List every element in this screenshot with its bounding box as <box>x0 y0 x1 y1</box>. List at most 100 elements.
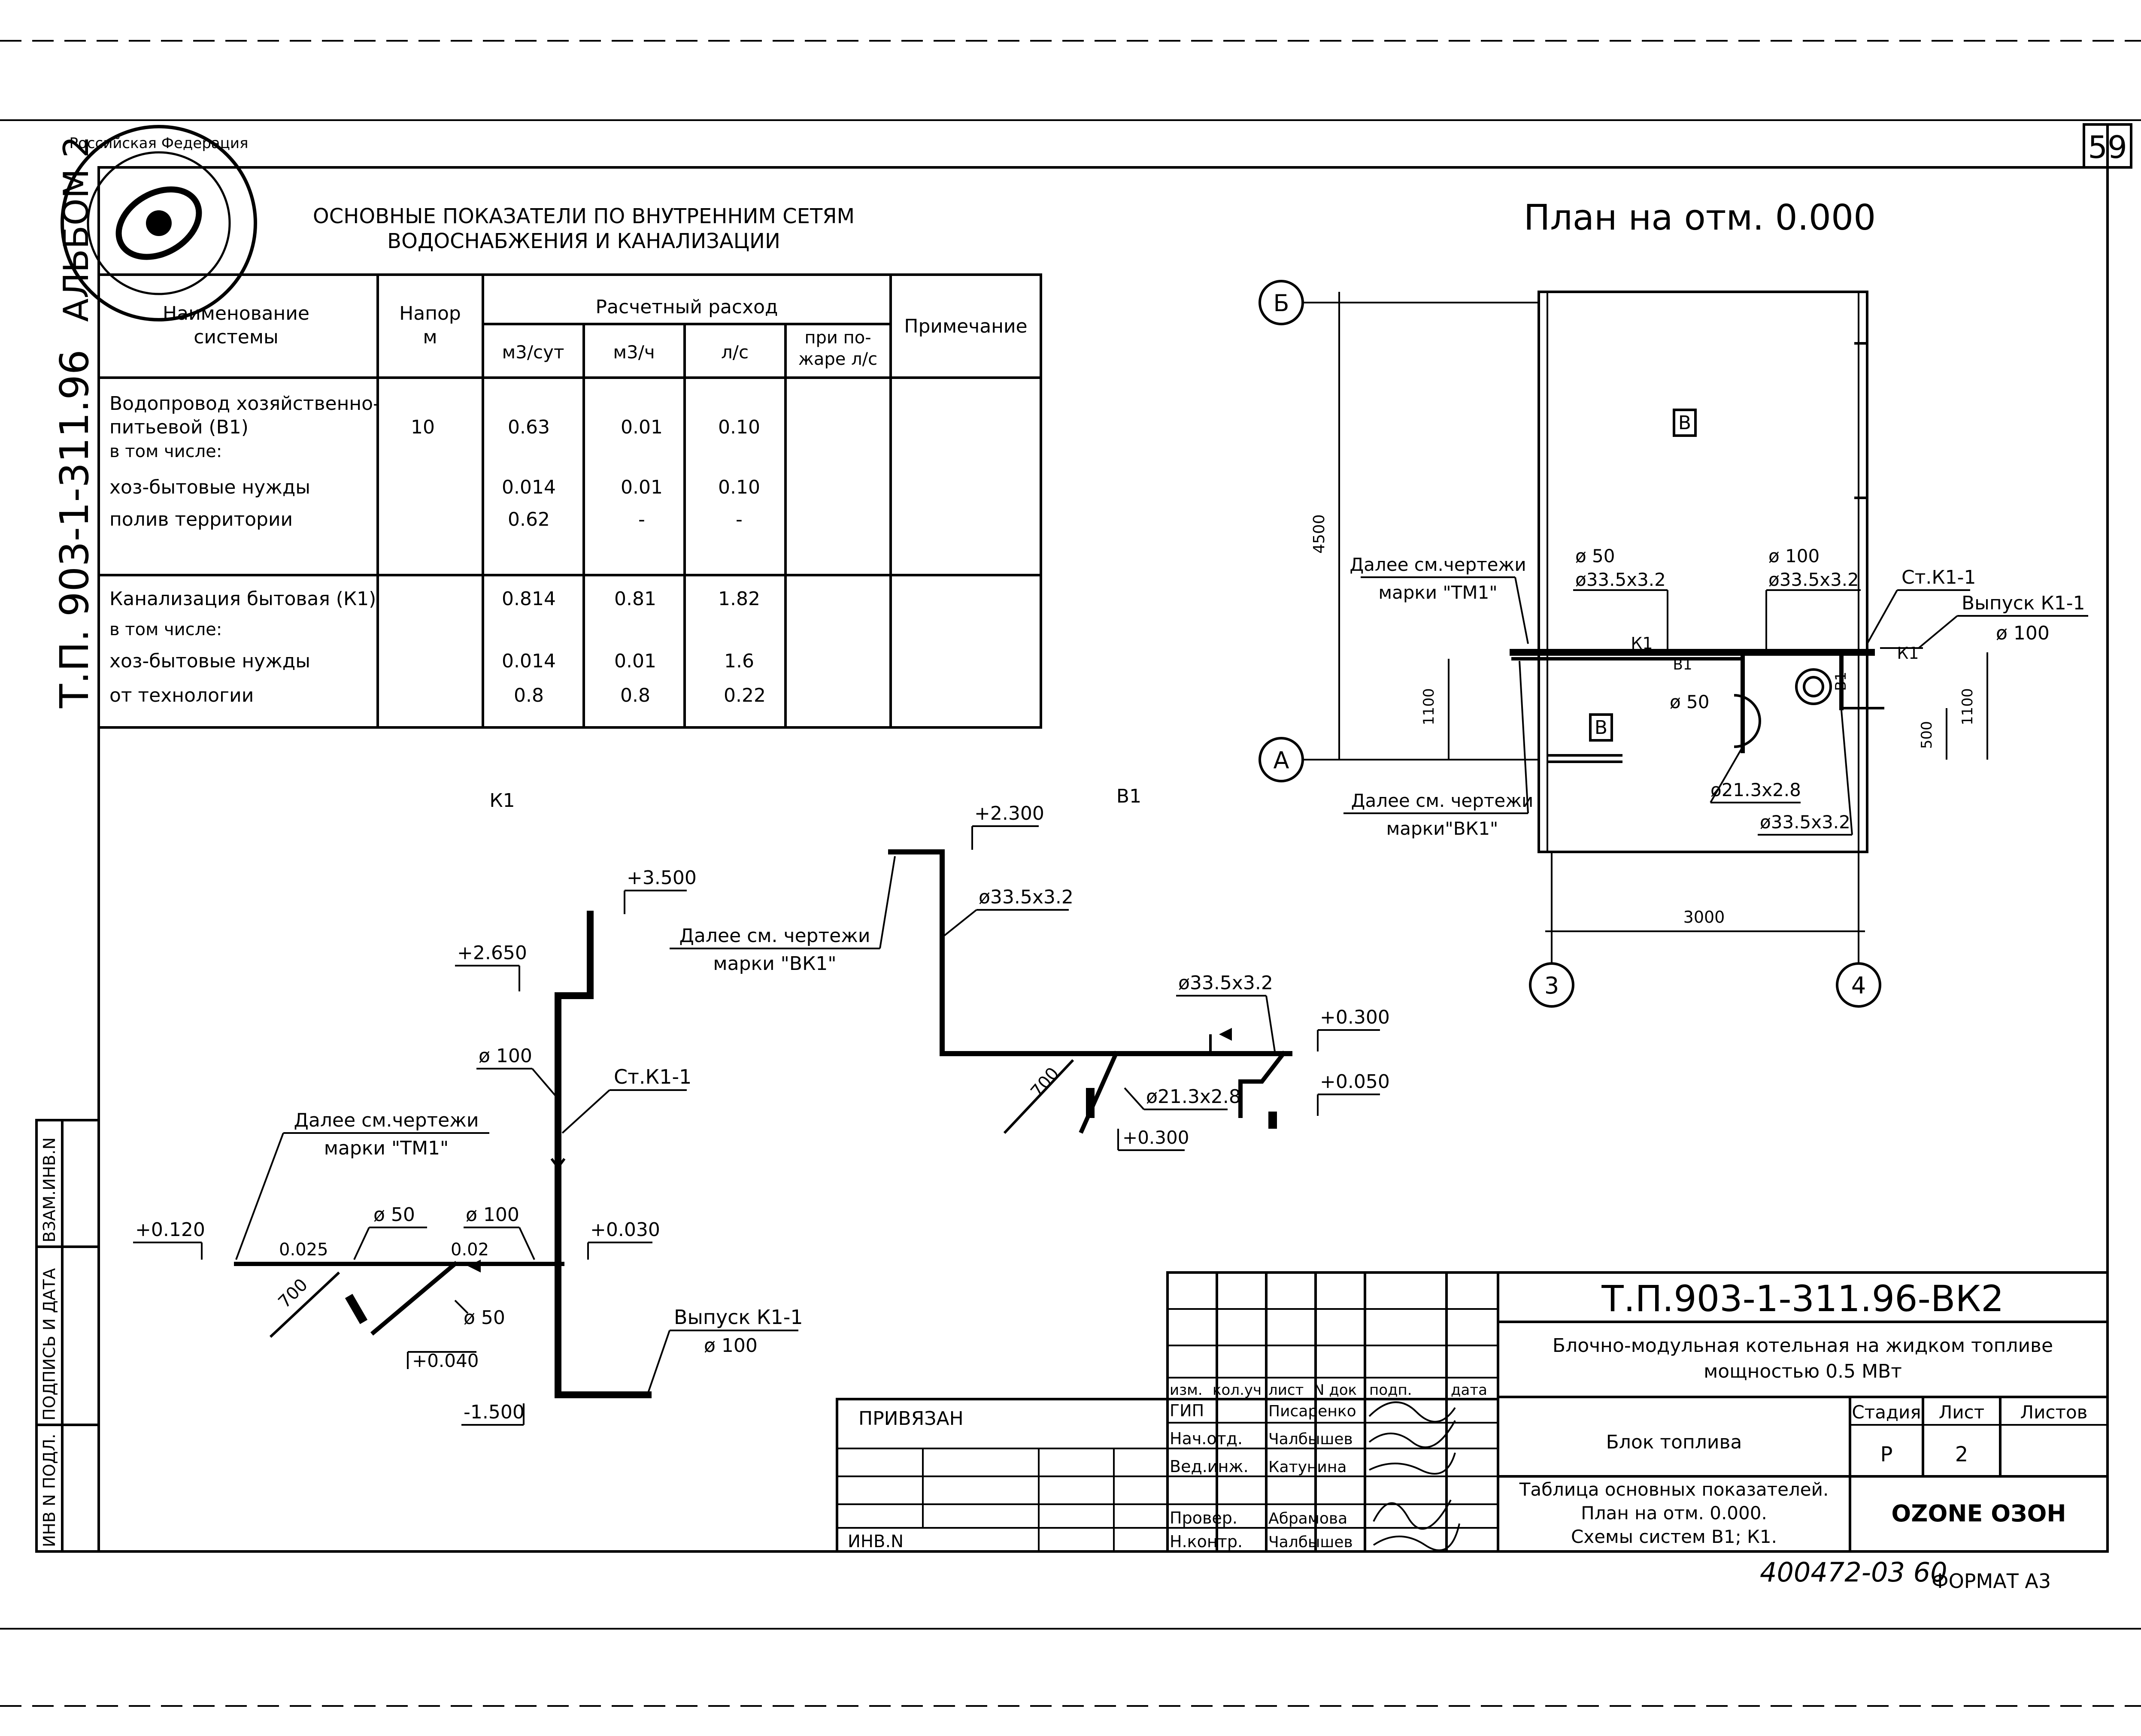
h-sheets: Листов <box>2020 1402 2088 1423</box>
h-izm: изм. <box>1170 1382 1203 1399</box>
ozon-logo: OZONE ОЗОН <box>1891 1500 2066 1527</box>
r-ved: Вед.инж. <box>1170 1457 1249 1476</box>
th-head-1: Напор <box>399 303 461 324</box>
h-podp: подп. <box>1369 1382 1412 1399</box>
axis-4: 4 <box>1851 972 1866 999</box>
desc-1: Таблица основных показателей. <box>1519 1479 1829 1500</box>
b1-e0050: +0.050 <box>1320 1071 1390 1093</box>
axis-a: А <box>1274 747 1289 774</box>
k1-outlet-d: ø 100 <box>704 1335 758 1357</box>
format-label: ФОРМАТ А3 <box>1932 1569 2051 1593</box>
side-inv: ИНВ N ПОДЛ. <box>40 1434 59 1547</box>
h-stage: Стадия <box>1852 1402 1921 1423</box>
n-nach: Чалбышев <box>1268 1430 1353 1448</box>
water-ls-0: 0.10 <box>718 416 760 438</box>
water-name-1: Водопровод хозяйственно- <box>109 393 380 415</box>
th-head-2: м <box>423 326 437 348</box>
water-m3h-1: 0.01 <box>621 476 663 498</box>
floor-plan: План на отм. 0.000 Б А 4500 3 4 3000 В В… <box>1259 197 2088 1008</box>
b1-e0300b: +0.300 <box>1122 1127 1189 1148</box>
th-name-2: системы <box>194 326 279 348</box>
h-sheet: Лист <box>1939 1402 1984 1423</box>
dim-4500: 4500 <box>1310 514 1328 554</box>
water-head: 10 <box>411 416 435 438</box>
water-m3day-0: 0.63 <box>508 416 550 438</box>
b1-further-2: марки "ВК1" <box>713 953 836 975</box>
k1-e0120: +0.120 <box>135 1219 205 1241</box>
side-boxes: ВЗАМ.ИНВ.N ПОДПИСЬ И ДАТА ИНВ N ПОДЛ. <box>35 1119 100 1553</box>
seal-text: Российская Федерация <box>70 135 249 152</box>
sewer-m3h-1: 0.01 <box>614 650 656 672</box>
b1-d33a: ø33.5x3.2 <box>979 886 1074 908</box>
k1-scheme: К1 +3.500 +2.650 ø 100 Ст.К1-1 Далее см.… <box>133 790 803 1426</box>
th-fire-1: при по- <box>804 328 871 348</box>
plan-k1-b: К1 <box>1897 644 1919 663</box>
k1-s002: 0.02 <box>451 1240 489 1260</box>
plan-further-vk1-1: Далее см. чертежи <box>1351 790 1534 811</box>
water-ls-2: - <box>736 509 743 530</box>
k1-d100b: ø 100 <box>466 1204 519 1226</box>
signatures <box>1368 1401 1460 1551</box>
th-flow: Расчетный расход <box>596 296 778 318</box>
desc-3: Схемы систем В1; К1. <box>1571 1526 1777 1547</box>
n-prov: Абрамова <box>1268 1510 1347 1527</box>
scan-edge-lines <box>0 40 2141 1707</box>
sewer-ls-2: 0.22 <box>724 685 766 706</box>
sewer-ls-0: 1.82 <box>718 588 760 610</box>
n-nkontr: Чалбышев <box>1268 1533 1353 1551</box>
plan-d33-1: ø33.5x3.2 <box>1575 569 1666 590</box>
plan-outlet-d: ø 100 <box>1996 622 2050 644</box>
k1-d100: ø 100 <box>479 1045 532 1067</box>
r-nach: Нач.отд. <box>1170 1429 1243 1448</box>
plan-d33-3: ø33.5x3.2 <box>1760 812 1850 833</box>
plan-title: План на отм. 0.000 <box>1524 197 1876 238</box>
water-m3day-2: 0.62 <box>508 509 550 530</box>
th-m3day: м3/сут <box>502 342 564 363</box>
k1-d50b: ø 50 <box>464 1307 505 1329</box>
block-name: Блок топлива <box>1606 1431 1742 1453</box>
table-title-1: ОСНОВНЫЕ ПОКАЗАТЕЛИ ПО ВНУТРЕННИМ СЕТЯМ <box>313 204 855 228</box>
doc-code: Т.П.903-1-311.96-ВК2 <box>1601 1278 2004 1320</box>
plan-d33-2: ø33.5x3.2 <box>1768 569 1859 590</box>
axis-3: 3 <box>1544 972 1559 999</box>
sewer-name-3: хоз-бытовые нужды <box>109 650 310 672</box>
plan-further-tm1-2: марки "ТМ1" <box>1378 582 1497 603</box>
r-prov: Провер. <box>1170 1509 1237 1527</box>
inv-label: ИНВ.N <box>848 1532 904 1551</box>
sheet-number: 59 <box>2088 129 2127 165</box>
sewer-name-4: от технологии <box>109 685 254 706</box>
plan-b1-a: В1 <box>1673 656 1692 673</box>
dim-1100-right: 1100 <box>1959 688 1976 725</box>
side-podp: ПОДПИСЬ И ДАТА <box>40 1268 59 1421</box>
h-data: дата <box>1451 1382 1487 1399</box>
k1-e0040: +0.040 <box>412 1350 479 1371</box>
k1-further-1: Далее см.чертежи <box>294 1109 479 1131</box>
k1-e1500: -1.500 <box>464 1401 525 1423</box>
dim-500: 500 <box>1918 721 1935 749</box>
plan-d21: ø21.3x2.8 <box>1710 779 1801 800</box>
indicators-table: ОСНОВНЫЕ ПОКАЗАТЕЛИ ПО ВНУТРЕННИМ СЕТЯМ … <box>97 204 1042 729</box>
plan-k1-a: К1 <box>1631 634 1653 653</box>
b1-e0300a: +0.300 <box>1320 1006 1390 1028</box>
plan-outlet: Выпуск К1-1 <box>1962 592 2085 614</box>
th-note: Примечание <box>904 315 1027 337</box>
k1-stk: Ст.К1-1 <box>614 1065 691 1088</box>
side-label: Т.П. 903-1-311.96 <box>52 349 97 709</box>
plan-further-vk1-2: марки"ВК1" <box>1386 818 1498 839</box>
k1-d50a: ø 50 <box>373 1204 415 1226</box>
sewer-m3day-1: 0.014 <box>502 650 556 672</box>
b1-further-1: Далее см. чертежи <box>679 925 870 947</box>
seal-stamp: Российская Федерация <box>61 125 257 321</box>
project-1: Блочно-модульная котельная на жидком топ… <box>1553 1335 2053 1357</box>
b1-e2300: +2.300 <box>974 803 1044 824</box>
water-name-5: полив территории <box>109 509 293 530</box>
dim-1100-left: 1100 <box>1420 688 1437 725</box>
side-vzam: ВЗАМ.ИНВ.N <box>40 1137 59 1242</box>
sewer-m3day-2: 0.8 <box>514 685 544 706</box>
sewer-name-2: в том числе: <box>109 620 222 639</box>
water-ls-1: 0.10 <box>718 476 760 498</box>
h-koluch: кол.уч <box>1213 1382 1262 1399</box>
b1-scheme: В1 +2.300 ø33.5x3.2 Далее см. чертежи ма… <box>670 785 1390 1151</box>
th-m3h: м3/ч <box>613 342 655 363</box>
